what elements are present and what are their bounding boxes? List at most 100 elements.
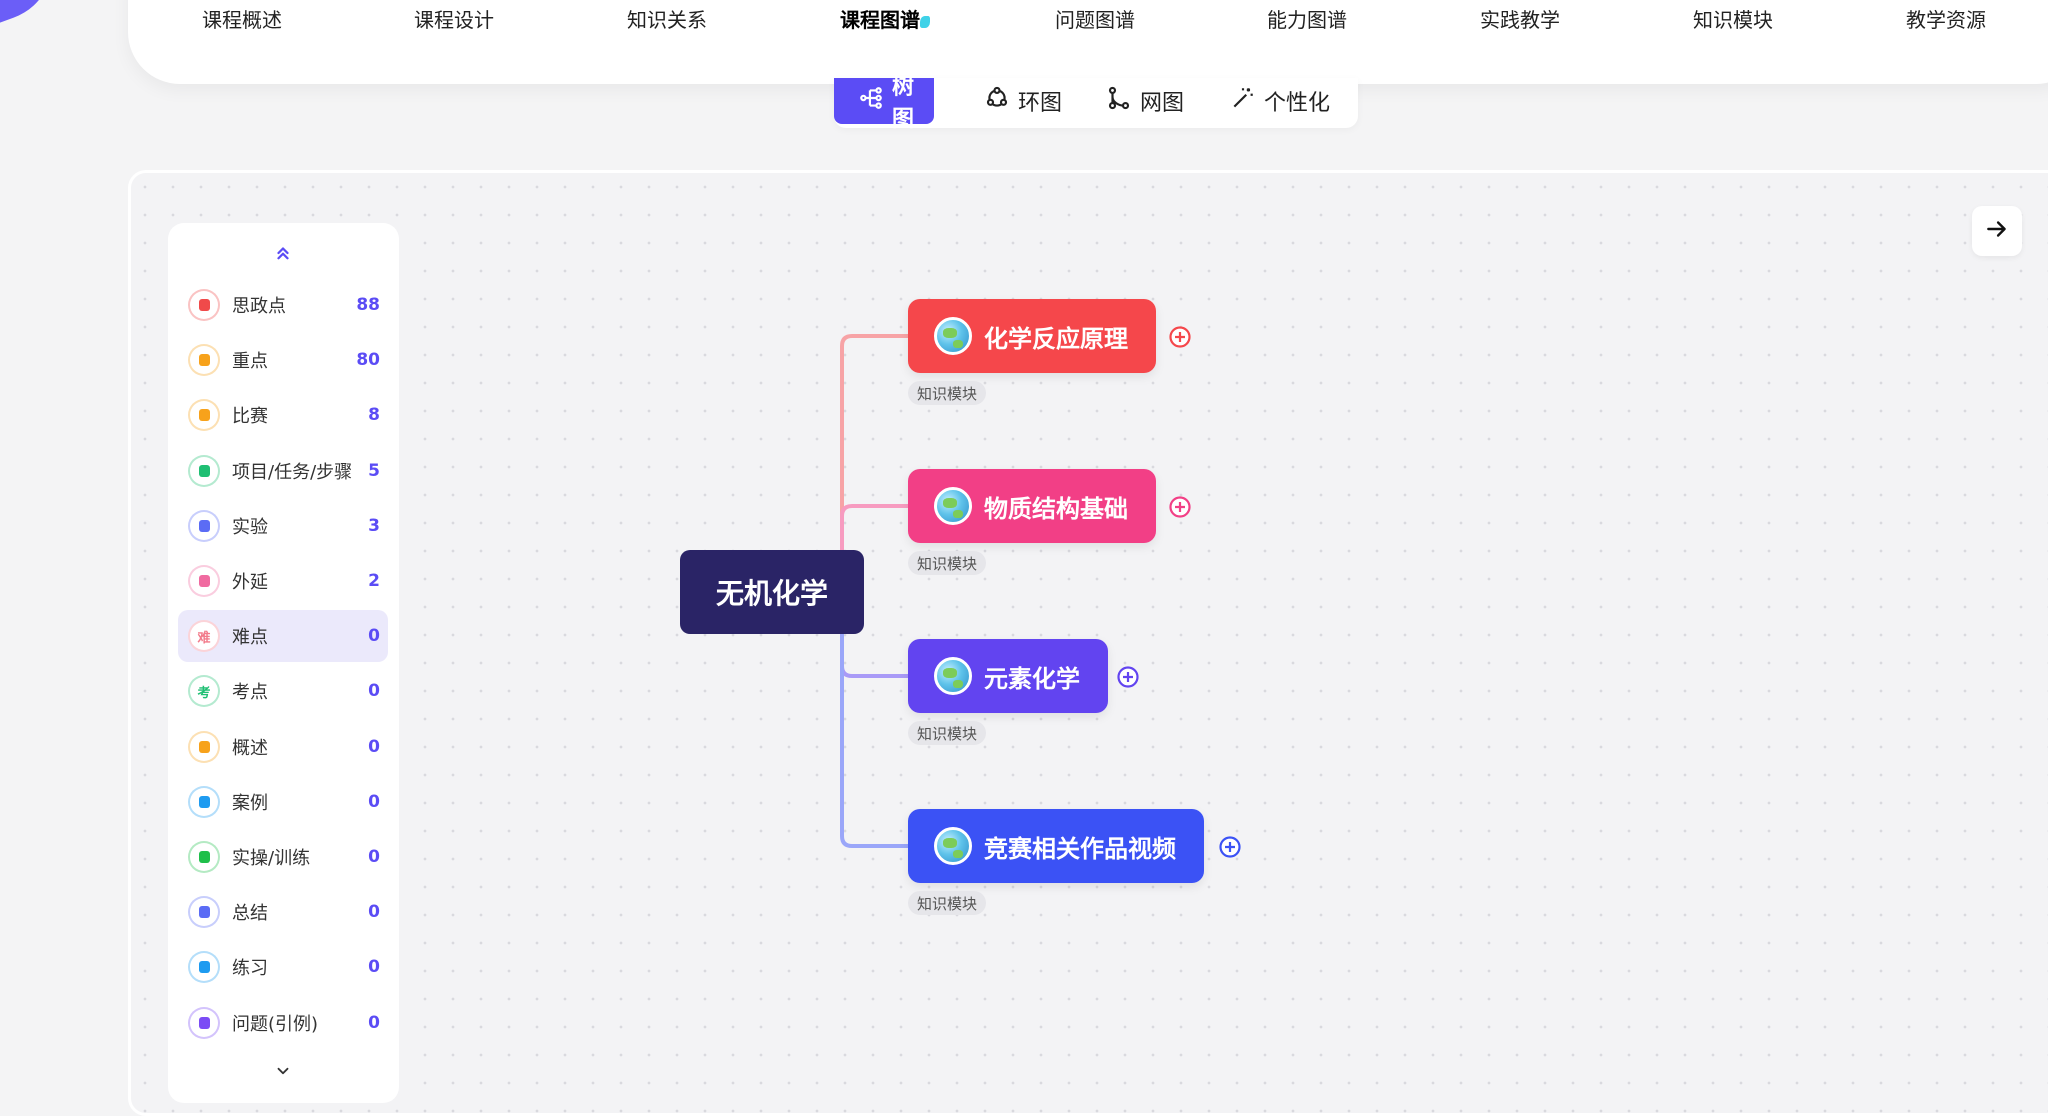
case-icon	[188, 785, 220, 818]
view-personalized-button[interactable]: 个性化	[1218, 78, 1342, 124]
chevron-down-icon	[274, 1062, 292, 1084]
sidebar-item-label: 总结	[232, 903, 268, 925]
globe-icon	[934, 317, 972, 355]
magic-wand-icon	[1230, 85, 1256, 117]
expand-node-plus-icon[interactable]	[1218, 835, 1242, 859]
view-personalized-label: 个性化	[1264, 91, 1331, 116]
view-tree-label: 树图	[892, 75, 915, 132]
tab-knowledge-modules[interactable]: 知识模块	[1693, 8, 1773, 32]
node-tag: 知识模块	[908, 891, 987, 915]
sidebar-item-count: 0	[368, 902, 380, 923]
globe-icon	[934, 487, 972, 525]
network-icon	[1106, 85, 1132, 117]
trophy-icon	[188, 399, 220, 432]
sidebar-item-count: 3	[368, 515, 380, 536]
sidebar-item[interactable]: 概述 0	[178, 721, 388, 773]
tab-teaching-resources[interactable]: 教学资源	[1906, 8, 1986, 32]
sidebar-item[interactable]: 实操/训练 0	[178, 831, 388, 883]
sidebar-item-label: 重点	[232, 351, 268, 373]
sidebar-item-label: 实操/训练	[232, 848, 311, 869]
sidebar-item-label: 练习	[232, 958, 268, 980]
globe-icon	[934, 827, 972, 865]
overview-icon	[188, 730, 220, 763]
view-ring-button[interactable]: 环图	[972, 78, 1074, 124]
node-tag: 知识模块	[908, 551, 987, 575]
tab-practical-teaching[interactable]: 实践教学	[1480, 8, 1560, 32]
sidebar-item-label: 项目/任务/步骤	[232, 461, 353, 483]
sidebar-item-label: 概述	[232, 737, 268, 759]
connector-line-4	[840, 592, 908, 848]
sidebar-item[interactable]: 项目/任务/步骤 5	[178, 445, 388, 497]
node-chemical-reaction-principles[interactable]: 化学反应原理	[908, 299, 1156, 373]
view-ring-label: 环图	[1018, 91, 1063, 116]
connector-line-2	[840, 504, 908, 592]
tab-ability-graph[interactable]: 能力图谱	[1267, 8, 1347, 32]
tab-knowledge-relations[interactable]: 知识关系	[627, 8, 707, 32]
sidebar-item-count: 5	[368, 460, 380, 481]
expand-panel-button[interactable]	[1972, 206, 2022, 256]
sidebar-item[interactable]: 外延 2	[178, 555, 388, 607]
tab-course-graph[interactable]: 课程图谱	[840, 4, 930, 33]
exam-point-icon: 考	[188, 675, 220, 708]
scroll-down-button[interactable]	[268, 1061, 298, 1085]
exercise-icon	[188, 951, 220, 984]
sidebar-item-label: 外延	[232, 572, 268, 593]
sidebar-item[interactable]: 实验 3	[178, 500, 388, 552]
root-node-label: 无机化学	[715, 577, 828, 610]
top-nav: 课程概述 课程设计 知识关系 课程图谱 问题图谱 能力图谱 实践教学 知识模块 …	[128, 0, 2048, 84]
summary-icon	[188, 896, 220, 929]
sidebar-item-label: 问题(引例)	[232, 1013, 319, 1035]
arrow-right-icon	[1984, 216, 2010, 246]
view-tree-button[interactable]: 树图	[834, 75, 934, 132]
sidebar-item-count: 2	[368, 571, 380, 591]
sidebar-item-count: 0	[368, 847, 380, 867]
sidebar-item[interactable]: 问题(引例) 0	[178, 997, 388, 1049]
sidebar-item[interactable]: 练习 0	[178, 941, 388, 993]
view-network-button[interactable]: 网图	[1094, 78, 1196, 124]
sidebar-item-label: 难点	[232, 627, 268, 649]
node-tag: 知识模块	[908, 721, 987, 745]
sidebar-item[interactable]: 重点 80	[178, 334, 388, 386]
sidebar-item-label: 思政点	[232, 296, 286, 317]
tab-problem-graph[interactable]: 问题图谱	[1055, 8, 1135, 32]
view-network-label: 网图	[1140, 91, 1185, 116]
extension-icon	[188, 565, 220, 597]
tab-course-overview[interactable]: 课程概述	[202, 8, 282, 32]
globe-icon	[934, 657, 972, 695]
expand-node-plus-icon[interactable]	[1168, 325, 1192, 349]
sidebar-item-count: 80	[356, 350, 380, 371]
double-chevron-up-icon	[274, 244, 292, 266]
clipboard-icon	[188, 454, 220, 487]
node-label: 化学反应原理	[984, 324, 1128, 353]
sidebar-item[interactable]: 总结 0	[178, 886, 388, 938]
sidebar-item-label: 实验	[232, 516, 268, 538]
scroll-up-button[interactable]	[268, 243, 298, 267]
node-competition-videos[interactable]: 竞赛相关作品视频	[908, 809, 1204, 883]
ring-icon	[984, 85, 1010, 117]
sidebar-item-label: 考点	[232, 682, 268, 704]
difficulty-icon: 难	[188, 620, 220, 653]
node-structure-of-matter[interactable]: 物质结构基础	[908, 469, 1156, 543]
experiment-icon	[188, 509, 220, 542]
question-icon	[188, 1006, 220, 1039]
sidebar-item-label: 比赛	[232, 406, 268, 428]
node-label: 物质结构基础	[984, 494, 1128, 523]
root-node[interactable]: 无机化学	[680, 550, 864, 634]
sidebar-item-count: 0	[368, 957, 380, 978]
sidebar-item-label: 案例	[232, 792, 268, 814]
view-switcher: 树图 环图 网图 个性化	[834, 75, 1358, 132]
sidebar-item-count: 0	[368, 1012, 380, 1033]
expand-node-plus-icon[interactable]	[1116, 665, 1140, 689]
sidebar-item-count: 0	[368, 736, 380, 757]
expand-node-plus-icon[interactable]	[1168, 495, 1192, 519]
key-point-icon	[188, 344, 220, 377]
tab-course-design[interactable]: 课程设计	[414, 8, 494, 32]
node-elemental-chemistry[interactable]: 元素化学	[908, 639, 1108, 713]
mindmap-connectors	[840, 334, 908, 848]
ideology-icon	[188, 289, 220, 321]
